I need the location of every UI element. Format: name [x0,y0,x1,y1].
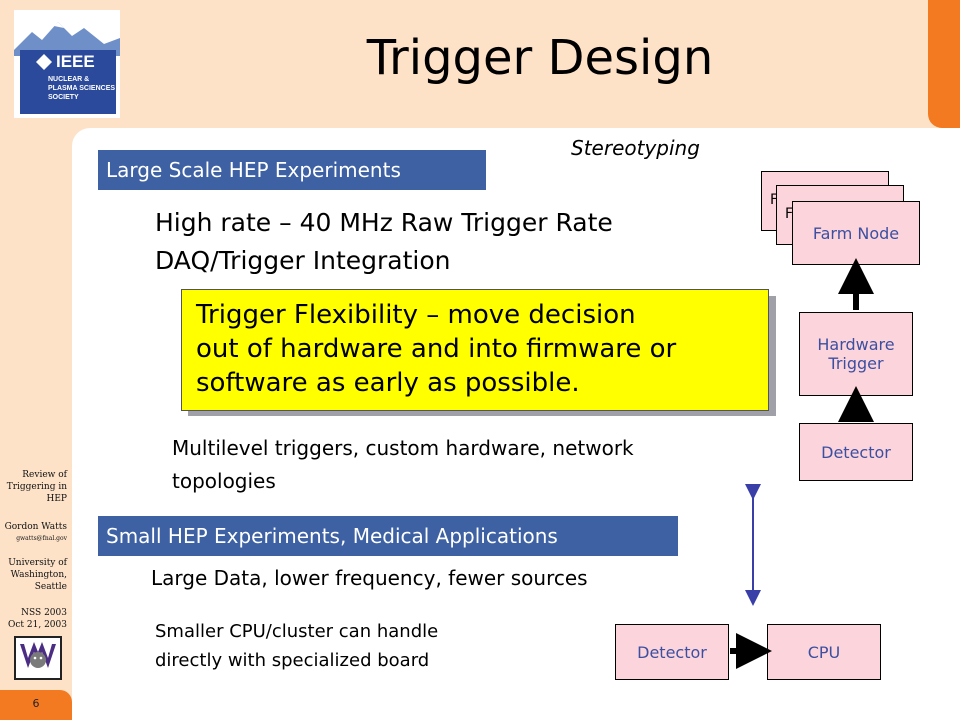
npss-line3: SOCIETY [48,94,79,101]
callout-line3: software as early as possible. [196,368,580,398]
npss-line1: NUCLEAR & [48,76,90,83]
npss-line2: PLASMA SCIENCES [48,85,116,92]
ieee-wordmark: IEEE [56,52,95,71]
farm-node-label: Farm Node [812,223,900,243]
farm-node-back-label: F [770,192,779,208]
sidebar-line1: Review of [22,470,67,480]
sidebar-conf1: NSS 2003 [21,608,67,618]
cpu-label: CPU [807,642,841,662]
sidebar-author: Gordon Watts [4,522,67,532]
small-bullet-cpu-line1: Smaller CPU/cluster can handle [155,621,439,642]
sidebar-uni3: Seattle [34,582,67,592]
hardware-trigger-line2: Trigger [828,354,884,373]
multilevel-line1: Multilevel triggers, custom hardware, ne… [172,436,634,460]
page-number: 6 [32,697,40,710]
detector-top-label: Detector [821,442,891,462]
callout-line1: Trigger Flexibility – move decision [196,300,636,330]
cpu-node: CPU [767,624,881,680]
farm-node-middle-label: F [785,206,794,222]
large-bullet-daq: DAQ/Trigger Integration [155,246,451,275]
sidebar-line3: HEP [46,494,67,504]
sidebar-uni2: Washington, [10,570,67,580]
small-scale-header: Small HEP Experiments, Medical Applicati… [98,516,678,556]
sidebar-email: gwatts@fnal.gov [16,535,67,542]
large-bullet-rate: High rate – 40 MHz Raw Trigger Rate [155,208,613,237]
detector-bottom-label: Detector [637,642,707,662]
page-number-tab [0,690,72,720]
page-title: Trigger Design [366,30,714,86]
hardware-trigger-node: Hardware Trigger [799,312,913,396]
small-bullet-data: Large Data, lower frequency, fewer sourc… [151,566,588,590]
husky-logo [14,636,62,680]
detector-node-top: Detector [799,423,913,481]
callout-line2: out of hardware and into firmware or [196,334,677,364]
multilevel-line2: topologies [172,469,276,493]
small-bullet-cpu-line2: directly with specialized board [155,650,430,671]
corner-accent [928,0,960,128]
sidebar-uni1: University of [8,558,67,568]
trigger-flexibility-callout: Trigger Flexibility – move decision out … [181,289,769,411]
hardware-trigger-line1: Hardware [817,335,895,354]
large-scale-header: Large Scale HEP Experiments [98,150,486,190]
stereotyping-label: Stereotyping [571,136,700,160]
ieee-npss-logo: IEEE NUCLEAR & PLASMA SCIENCES SOCIETY [14,10,120,118]
sidebar-line2: Triggering in [6,482,67,492]
detector-node-bottom: Detector [615,624,729,680]
sidebar-conf2: Oct 21, 2003 [8,620,67,630]
